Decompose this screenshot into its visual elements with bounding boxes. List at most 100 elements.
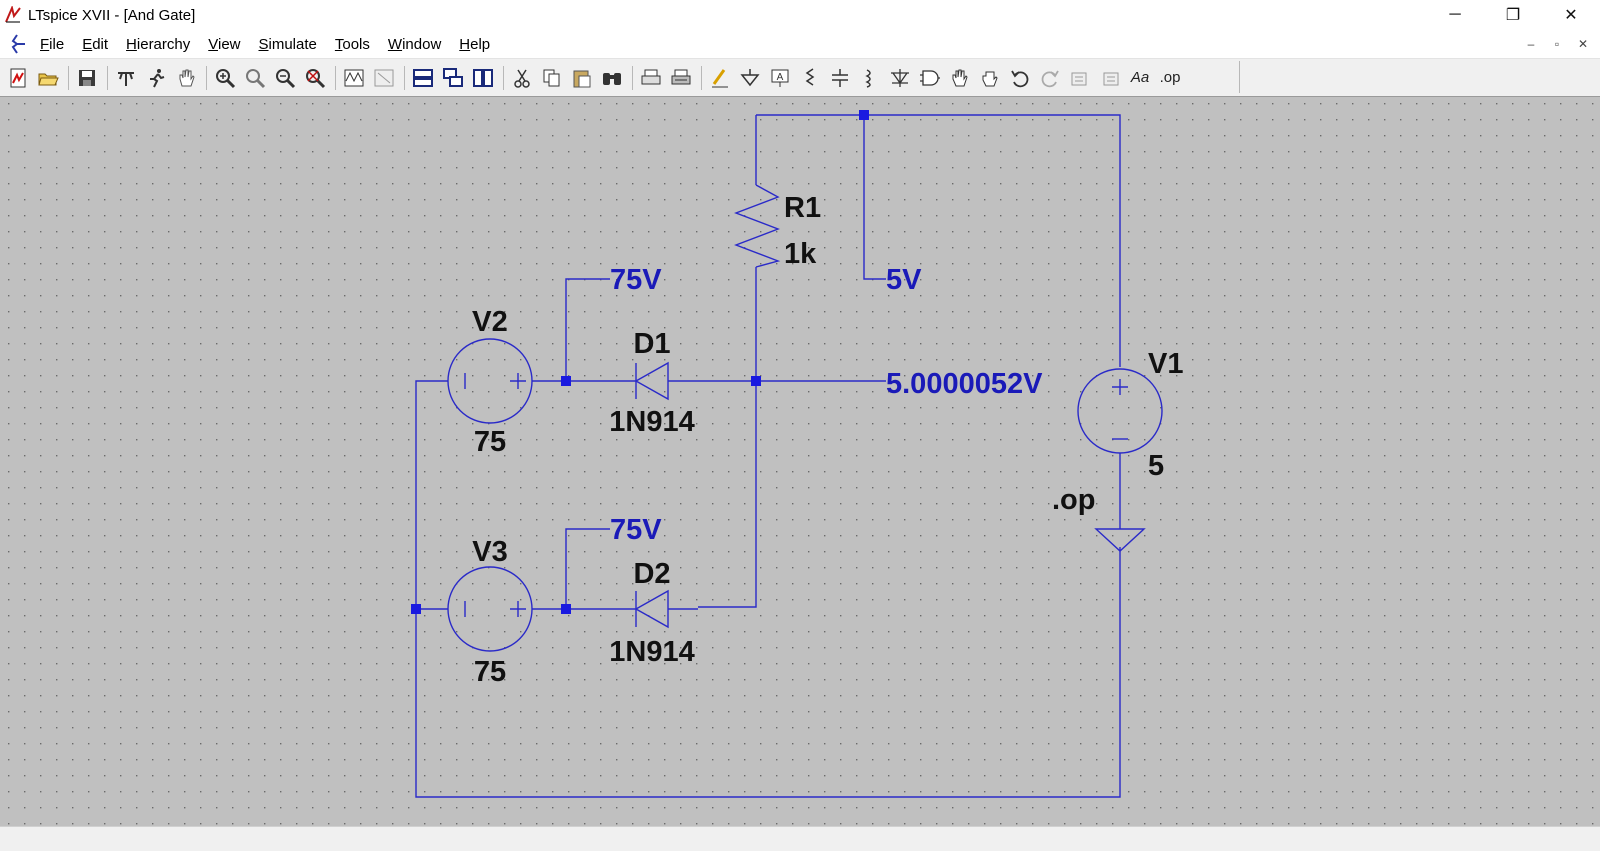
waveform-autoscale-icon[interactable] — [370, 64, 398, 92]
wire-5v-label[interactable] — [863, 115, 886, 280]
capacitor-icon[interactable] — [826, 64, 854, 92]
cut-icon[interactable] — [508, 64, 536, 92]
save-icon[interactable] — [73, 64, 101, 92]
wire-v2-label[interactable] — [565, 278, 610, 381]
v2-name: V2 — [472, 306, 507, 338]
draw-wire-icon[interactable] — [706, 64, 734, 92]
label-net-icon[interactable]: A — [766, 64, 794, 92]
schematic-svg[interactable]: R1 1k D1 1N914 D2 1N914 V2 75 V3 75 V1 5… — [0, 97, 1600, 827]
wires — [415, 114, 1163, 798]
new-schematic-icon[interactable] — [4, 64, 32, 92]
menu-hierarchy[interactable]: Hierarchy — [126, 35, 191, 53]
junction-top[interactable] — [859, 110, 869, 120]
d1-name: D1 — [633, 328, 670, 360]
wire-top[interactable] — [756, 114, 1121, 367]
ltspice-app-icon[interactable] — [2, 4, 24, 26]
paste-icon[interactable] — [568, 64, 596, 92]
wire-bottom[interactable] — [415, 380, 1121, 798]
zoom-out-icon[interactable] — [271, 64, 299, 92]
spice-directive-icon[interactable]: .op — [1156, 64, 1184, 92]
document-icon[interactable] — [4, 31, 30, 57]
print-icon[interactable] — [637, 64, 665, 92]
redo-icon[interactable] — [1036, 64, 1064, 92]
resistor-icon[interactable] — [796, 64, 824, 92]
v1-value: 5 — [1148, 450, 1164, 482]
v2-value: 75 — [474, 426, 506, 458]
tile-horizontal-icon[interactable] — [409, 64, 437, 92]
v3-plus-sign — [510, 601, 526, 617]
open-icon[interactable] — [34, 64, 62, 92]
v1-name: V1 — [1148, 348, 1183, 380]
v3-value: 75 — [474, 656, 506, 688]
r1-name: R1 — [784, 192, 821, 224]
close-button[interactable]: ✕ — [1564, 7, 1578, 24]
d2-name: D2 — [633, 558, 670, 590]
cascade-icon[interactable] — [439, 64, 467, 92]
zoom-in-icon[interactable] — [211, 64, 239, 92]
menu-window[interactable]: Window — [387, 35, 442, 53]
diode-icon[interactable] — [886, 64, 914, 92]
menu-file[interactable]: File — [40, 35, 65, 53]
menu-bar: File Edit Hierarchy View Simulate Tools … — [0, 30, 1600, 59]
move-icon[interactable] — [946, 64, 974, 92]
status-bar — [0, 826, 1600, 851]
mirror-icon[interactable] — [1096, 64, 1124, 92]
wire-v3-label[interactable] — [565, 528, 610, 609]
text-icon[interactable]: Aa — [1126, 64, 1154, 92]
d1-value: 1N914 — [609, 406, 694, 438]
waveform-icon[interactable] — [340, 64, 368, 92]
text-icon-label: Aa — [1130, 69, 1150, 86]
menu-view[interactable]: View — [208, 35, 241, 53]
zoom-area-icon[interactable] — [241, 64, 269, 92]
net-label-5v[interactable]: 5V — [886, 264, 922, 296]
v1-source-symbol[interactable] — [1077, 368, 1163, 454]
junction-v2[interactable] — [561, 376, 571, 386]
zoom-fit-icon[interactable] — [301, 64, 329, 92]
rotate-icon[interactable] — [1066, 64, 1094, 92]
drag-icon[interactable] — [976, 64, 1004, 92]
d2-value: 1N914 — [609, 636, 694, 668]
spice-directive-label: .op — [1159, 69, 1181, 86]
v2-plus-sign — [510, 373, 526, 389]
run-icon[interactable] — [142, 64, 170, 92]
minimize-button[interactable]: ─ — [1449, 6, 1461, 23]
window-title: LTspice XVII - [And Gate] — [28, 6, 196, 24]
child-close-button[interactable]: ✕ — [1577, 37, 1589, 51]
r1-resistor-symbol[interactable] — [734, 184, 781, 268]
control-panel-icon[interactable] — [112, 64, 140, 92]
junction-output[interactable] — [751, 376, 761, 386]
v3-name: V3 — [472, 536, 507, 568]
child-minimize-button[interactable]: – — [1527, 37, 1535, 51]
schematic-canvas[interactable]: R1 1k D1 1N914 D2 1N914 V2 75 V3 75 V1 5… — [0, 96, 1600, 827]
svg-text:A: A — [777, 72, 784, 83]
net-label-output[interactable]: 5.0000052V — [886, 368, 1043, 400]
component-icon[interactable] — [916, 64, 944, 92]
restore-button[interactable]: ❐ — [1505, 7, 1521, 24]
junction-ground[interactable] — [411, 604, 421, 614]
v1-plus-sign — [1112, 379, 1128, 395]
menu-simulate[interactable]: Simulate — [258, 35, 317, 53]
undo-icon[interactable] — [1006, 64, 1034, 92]
ground-symbol[interactable] — [1094, 528, 1146, 552]
find-icon[interactable] — [598, 64, 626, 92]
inductor-icon[interactable] — [856, 64, 884, 92]
junctions — [411, 110, 869, 614]
copy-icon[interactable] — [538, 64, 566, 92]
op-directive[interactable]: .op — [1052, 484, 1096, 516]
menu-help[interactable]: Help — [459, 35, 491, 53]
menu-edit[interactable]: Edit — [82, 35, 109, 53]
net-label-v2[interactable]: 75V — [610, 264, 662, 296]
toolbar: A — [0, 59, 1600, 97]
r1-value: 1k — [784, 238, 817, 270]
title-bar: LTspice XVII - [And Gate] ─ ❐ ✕ — [0, 0, 1600, 30]
v2-source-symbol[interactable] — [447, 338, 533, 424]
junction-v3[interactable] — [561, 604, 571, 614]
net-label-v3[interactable]: 75V — [610, 514, 662, 546]
pan-hand-icon[interactable] — [172, 64, 200, 92]
ground-icon[interactable] — [736, 64, 764, 92]
v3-source-symbol[interactable] — [447, 566, 533, 652]
print-setup-icon[interactable] — [667, 64, 695, 92]
child-restore-button[interactable]: ▫ — [1554, 37, 1560, 51]
tile-vertical-icon[interactable] — [469, 64, 497, 92]
menu-tools[interactable]: Tools — [334, 35, 370, 53]
